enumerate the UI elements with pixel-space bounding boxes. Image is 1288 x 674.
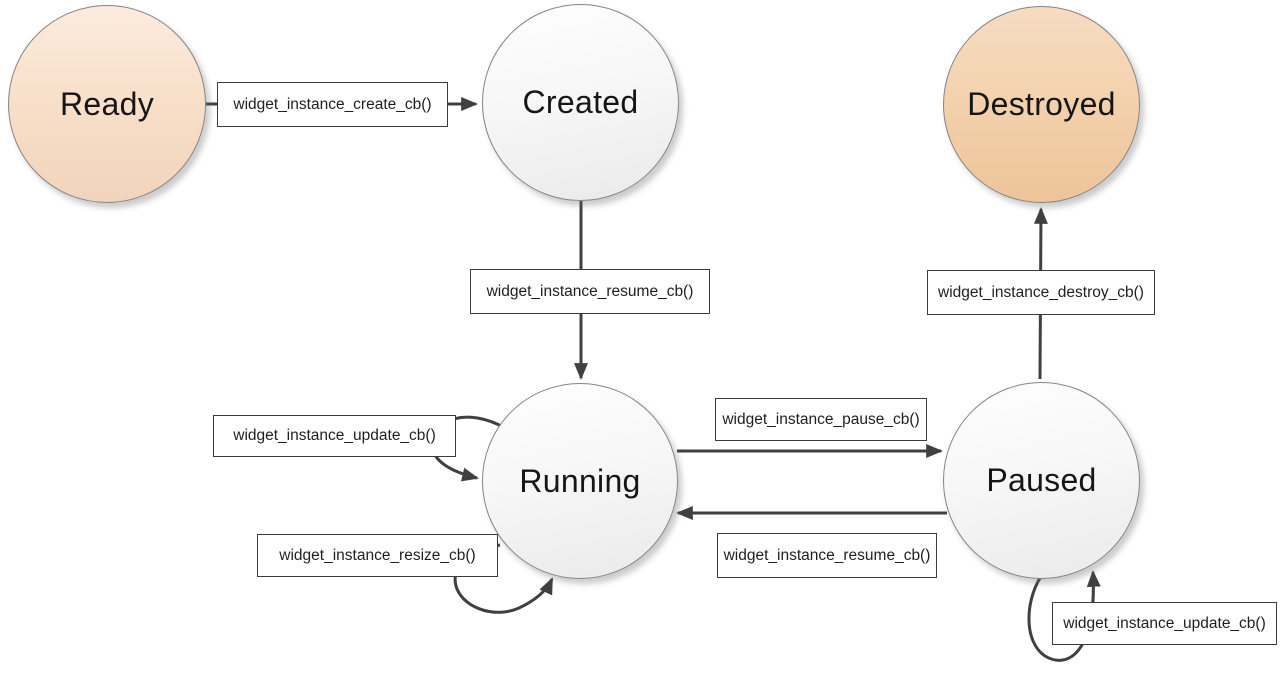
transition-label-text: widget_instance_resize_cb() bbox=[279, 546, 476, 564]
state-node-ready: Ready bbox=[8, 5, 206, 203]
transition-label-create: widget_instance_create_cb() bbox=[217, 82, 448, 127]
transition-label-update-running: widget_instance_update_cb() bbox=[213, 415, 456, 457]
state-node-paused: Paused bbox=[943, 382, 1140, 579]
transition-label-text: widget_instance_create_cb() bbox=[233, 95, 432, 113]
transition-label-destroy: widget_instance_destroy_cb() bbox=[927, 270, 1155, 315]
state-node-running: Running bbox=[482, 383, 678, 579]
transition-label-pause: widget_instance_pause_cb() bbox=[715, 398, 927, 441]
state-label-destroyed: Destroyed bbox=[967, 86, 1116, 122]
transition-label-resume-paused: widget_instance_resume_cb() bbox=[717, 533, 937, 578]
transition-label-update-paused: widget_instance_update_cb() bbox=[1052, 602, 1277, 645]
state-node-created: Created bbox=[482, 4, 679, 201]
state-label-created: Created bbox=[522, 84, 639, 120]
state-label-ready: Ready bbox=[60, 85, 154, 122]
transition-label-text: widget_instance_pause_cb() bbox=[722, 410, 920, 428]
state-label-paused: Paused bbox=[986, 462, 1097, 498]
transition-label-resume-created: widget_instance_resume_cb() bbox=[470, 269, 710, 314]
transition-label-text: widget_instance_update_cb() bbox=[233, 427, 436, 444]
state-node-destroyed: Destroyed bbox=[943, 6, 1140, 203]
transition-label-text: widget_instance_destroy_cb() bbox=[938, 283, 1144, 301]
transition-label-text: widget_instance_resume_cb() bbox=[486, 282, 694, 300]
state-label-running: Running bbox=[519, 462, 641, 499]
transition-label-text: widget_instance_resume_cb() bbox=[723, 546, 931, 564]
transition-label-text: widget_instance_update_cb() bbox=[1063, 614, 1266, 632]
transition-label-resize: widget_instance_resize_cb() bbox=[257, 534, 498, 577]
